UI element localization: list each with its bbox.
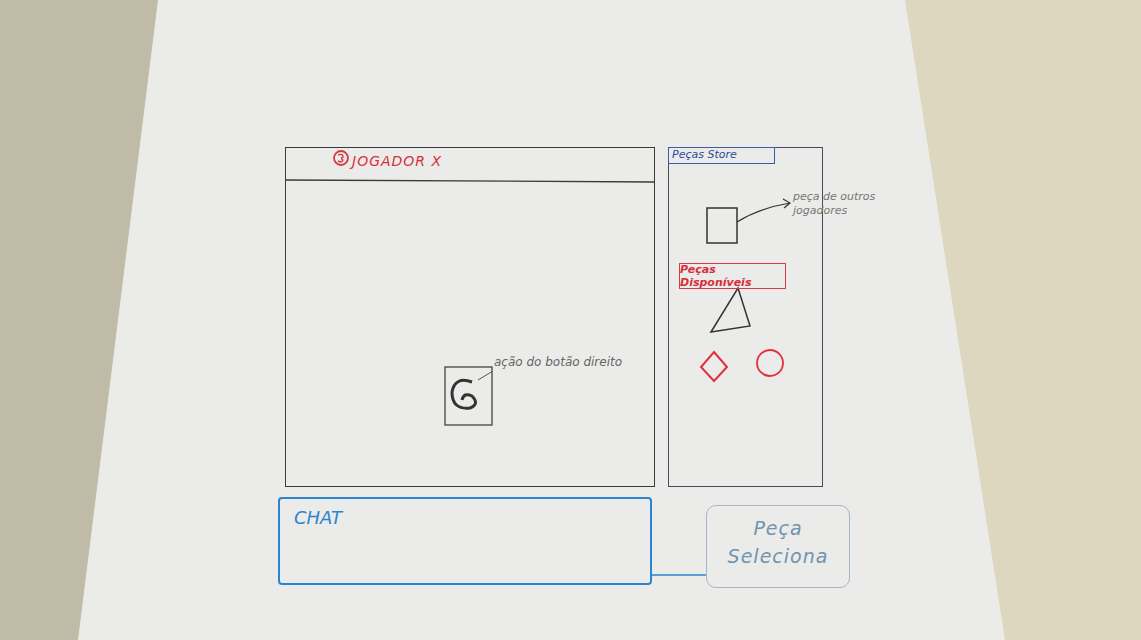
available-band: Peças Disponíveis <box>679 263 786 289</box>
selected-title: Peça Seleciona <box>715 514 841 570</box>
selected-piece-box: Peça Seleciona <box>706 505 850 588</box>
band-title: Peças Disponíveis <box>680 264 785 288</box>
header-line <box>285 180 655 182</box>
piece-square <box>707 208 737 243</box>
callout-note: ação do botão direito <box>494 355 644 370</box>
leader-line <box>737 203 790 222</box>
piece-circle <box>757 350 783 376</box>
paper-sheet <box>78 0 1005 640</box>
piece-diamond <box>701 352 727 381</box>
panel-header: Peças Store <box>668 147 775 164</box>
leader-arrowhead <box>783 199 790 208</box>
piece-triangle <box>711 288 750 332</box>
chat-title: CHAT <box>294 507 342 528</box>
callout-note: peça de outros jogadores <box>793 190 893 218</box>
player-icon <box>334 151 348 165</box>
player-name: JOGADOR X <box>352 153 442 169</box>
connector-line <box>652 574 706 576</box>
leader-line <box>478 371 493 380</box>
swirl-icon <box>452 380 476 408</box>
game-window: JOGADOR X <box>285 147 655 487</box>
right-click-button <box>445 367 492 425</box>
player-icon-mark <box>338 154 343 161</box>
chat-box: CHAT <box>278 497 652 585</box>
